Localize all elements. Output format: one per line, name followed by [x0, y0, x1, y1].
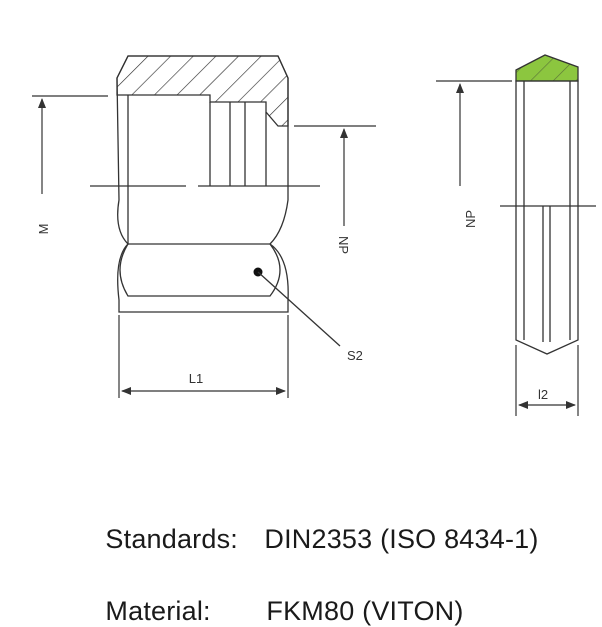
nut-dimensions [32, 95, 376, 398]
ring-dimensions [436, 80, 579, 416]
ring-outline [515, 80, 579, 355]
s2-label: S2 [347, 348, 363, 363]
ring-drawing [500, 54, 596, 355]
material-row: Material: FKM80 (VITON) [90, 565, 464, 627]
seal-hatch [516, 55, 578, 81]
nut-section-hatch [116, 55, 289, 127]
nut-hex-face [119, 243, 281, 297]
standards-row: Standards: DIN2353 (ISO 8434-1) [90, 493, 539, 555]
standards-label: Standards: [105, 524, 238, 554]
material-label: Material: [105, 596, 211, 626]
l1-label: L1 [189, 371, 203, 386]
nut-drawing [90, 55, 341, 347]
m-label: M [36, 224, 51, 235]
l2-label: l2 [538, 387, 548, 402]
material-value: FKM80 (VITON) [266, 596, 464, 626]
np-ring-label: NP [463, 210, 478, 228]
nut-outline [116, 55, 289, 313]
technical-drawing: M NP S2 L1 NP l2 [32, 54, 596, 416]
standards-value: DIN2353 (ISO 8434-1) [264, 524, 539, 554]
np-nut-label: NP [336, 236, 351, 254]
